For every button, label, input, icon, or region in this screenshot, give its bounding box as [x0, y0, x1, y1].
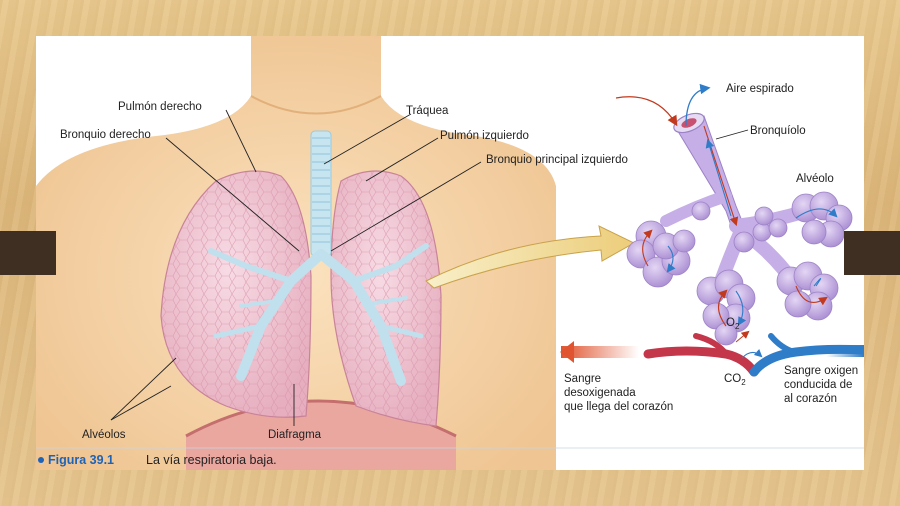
caption-bullet: [38, 457, 44, 463]
label-diaphragm: Diafragma: [268, 429, 322, 441]
leader-lines: [110, 109, 482, 426]
figure-caption: La vía respiratoria baja.: [146, 453, 277, 467]
right-side-tab: [844, 231, 900, 275]
trachea: [310, 130, 332, 257]
left-side-tab: [0, 231, 56, 275]
bronchiole-inset: [615, 83, 853, 346]
label-left-main-bronchus: Bronquio principal izquierdo: [486, 154, 628, 166]
label-alveolus: Alvéolo: [796, 173, 834, 185]
slide: Pulmón derecho Bronquio derecho Tráquea …: [36, 36, 864, 470]
label-trachea: Tráquea: [406, 105, 449, 117]
label-oxygenated-blood-2: conducida de: [784, 379, 852, 391]
diaphragm: [186, 401, 456, 470]
bronchial-tree: [208, 243, 429, 386]
label-oxygenated-blood-3: al corazón: [784, 393, 837, 405]
label-right-bronchus: Bronquio derecho: [60, 129, 151, 141]
label-deoxygenated-blood-1: Sangre: [564, 373, 601, 385]
zoom-arrow: [425, 225, 636, 289]
respiratory-diagram: Pulmón derecho Bronquio derecho Tráquea …: [36, 36, 864, 470]
right-lung: [160, 170, 312, 418]
label-alveoli: Alvéolos: [82, 429, 126, 441]
label-deoxygenated-blood-3: que llega del corazón: [564, 401, 673, 413]
label-oxygenated-blood-1: Sangre oxigen: [784, 365, 858, 377]
neck-shadow: [250, 95, 382, 115]
capillary-vessels: [560, 330, 864, 377]
label-bronchiole: Bronquíolo: [750, 125, 806, 137]
figure-number: Figura 39.1: [48, 453, 114, 467]
label-o2: O2: [726, 317, 740, 331]
label-right-lung: Pulmón derecho: [118, 101, 202, 113]
label-left-lung: Pulmón izquierdo: [440, 130, 529, 142]
label-co2: CO2: [724, 373, 746, 387]
label-deoxygenated-blood-2: desoxigenada: [564, 387, 636, 399]
label-exhaled-air: Aire espirado: [726, 83, 794, 95]
